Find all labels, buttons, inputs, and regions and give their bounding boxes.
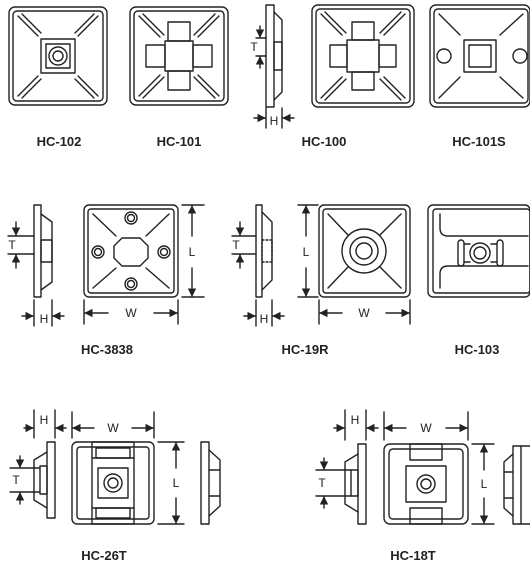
hc19r-w-label: W <box>358 306 370 320</box>
hc26t-w-label: W <box>107 421 119 435</box>
hc18t-h-label: H <box>350 413 360 427</box>
hc3838-l-label: L <box>188 245 196 259</box>
hc101s-drawing <box>429 4 530 108</box>
hc26t-label: HC-26T <box>81 548 127 563</box>
hc18t-t-label: T <box>318 476 326 490</box>
hc101-drawing <box>129 6 229 106</box>
hc101s-label: HC-101S <box>452 134 506 149</box>
hc100-h-label: H <box>269 114 279 128</box>
hc3838-w-label: W <box>125 306 137 320</box>
hc100-side-drawing <box>253 4 295 129</box>
hc26t-t-label: T <box>12 473 20 487</box>
hc101-label: HC-101 <box>156 134 202 149</box>
hc26t-h-label: H <box>39 413 49 427</box>
hc19r-side-drawing <box>231 204 285 327</box>
hc3838-label: HC-3838 <box>80 342 134 357</box>
hc3838-t-label: T <box>8 238 16 252</box>
hc19r-label: HC-19R <box>281 342 329 357</box>
hc18t-top-drawing <box>383 411 495 525</box>
hc18t-l-label: L <box>480 477 488 491</box>
hc100-t-label: T <box>250 40 258 54</box>
hc26t-end-drawing <box>200 441 221 525</box>
hc102-label: HC-102 <box>36 134 82 149</box>
hc26t-side-drawing <box>9 409 67 519</box>
hc103-drawing <box>427 204 530 298</box>
hc100-top-drawing <box>311 4 415 108</box>
hc19r-l-label: L <box>302 245 310 259</box>
hc100-label: HC-100 <box>301 134 347 149</box>
hc19r-t-label: T <box>232 238 240 252</box>
hc19r-h-label: H <box>259 312 269 326</box>
hc19r-top-drawing <box>297 204 411 325</box>
hc102-drawing <box>8 6 108 106</box>
hc26t-top-drawing <box>71 411 185 525</box>
hc3838-side-drawing <box>7 204 65 327</box>
hc18t-w-label: W <box>420 421 432 435</box>
hc3838-h-label: H <box>39 312 49 326</box>
hc18t-end-drawing <box>503 445 530 525</box>
hc18t-label: HC-18T <box>390 548 436 563</box>
hc18t-side-drawing <box>315 409 379 525</box>
hc3838-top-drawing <box>83 204 205 325</box>
hc103-label: HC-103 <box>454 342 500 357</box>
hc26t-l-label: L <box>172 476 180 490</box>
